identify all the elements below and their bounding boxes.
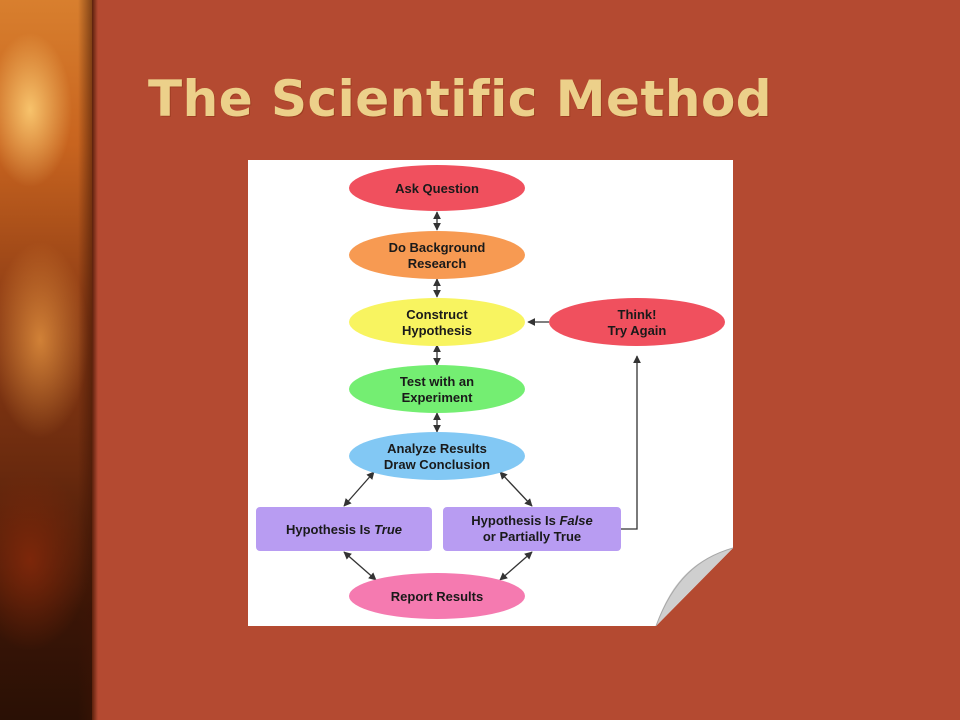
node-think-try-again: Think! Try Again [549,298,725,346]
page-title: The Scientific Method [148,70,773,128]
node-analyze-results: Analyze Results Draw Conclusion [349,432,525,480]
node-test-shape [349,365,525,413]
node-ask-label: Ask Question [395,181,479,196]
node-false-label-2: or Partially True [483,529,581,544]
node-report-label: Report Results [391,589,483,604]
node-construct-hypothesis: Construct Hypothesis [349,298,525,346]
node-ask-shape [349,165,525,211]
node-analyze-label-1: Analyze Results [387,441,487,456]
connector-analyze-true [343,471,375,507]
node-analyze-shape [349,432,525,480]
page-curl-shadow [655,547,733,626]
node-report-shape [349,573,525,619]
connector-true-report [343,551,377,581]
node-hypothesis-shape [349,298,525,346]
node-think-label-2: Try Again [608,323,667,338]
node-think-shape [549,298,725,346]
node-background-shape [349,231,525,279]
node-think-label-1: Think! [618,307,657,322]
node-true-label: Hypothesis Is True [286,522,402,537]
connectors [343,211,641,581]
node-report-results: Report Results [349,573,525,619]
node-test-experiment: Test with an Experiment [349,365,525,413]
left-photo-strip [0,0,92,720]
node-test-label-1: Test with an [400,374,474,389]
strip-edge [92,0,98,720]
node-true-shape [256,507,432,551]
node-test-label-2: Experiment [402,390,473,405]
scientific-method-diagram: Ask Question Do Background Research Cons… [248,160,733,626]
connector-analyze-false [499,471,533,507]
node-hypothesis-label-1: Construct [406,307,468,322]
node-background-research: Do Background Research [349,231,525,279]
node-ask-question: Ask Question [349,165,525,211]
node-background-label-1: Do Background [389,240,486,255]
node-hypothesis-label-2: Hypothesis [402,323,472,338]
connector-false-report [499,551,533,581]
connector-false-think [621,355,641,530]
node-hypothesis-true: Hypothesis Is True [256,507,432,551]
node-hypothesis-false: Hypothesis Is False or Partially True [443,507,621,551]
node-false-shape [443,507,621,551]
node-analyze-label-2: Draw Conclusion [384,457,490,472]
node-false-label-1: Hypothesis Is False [471,513,592,528]
page-curl [656,548,733,626]
node-background-label-2: Research [408,256,467,271]
